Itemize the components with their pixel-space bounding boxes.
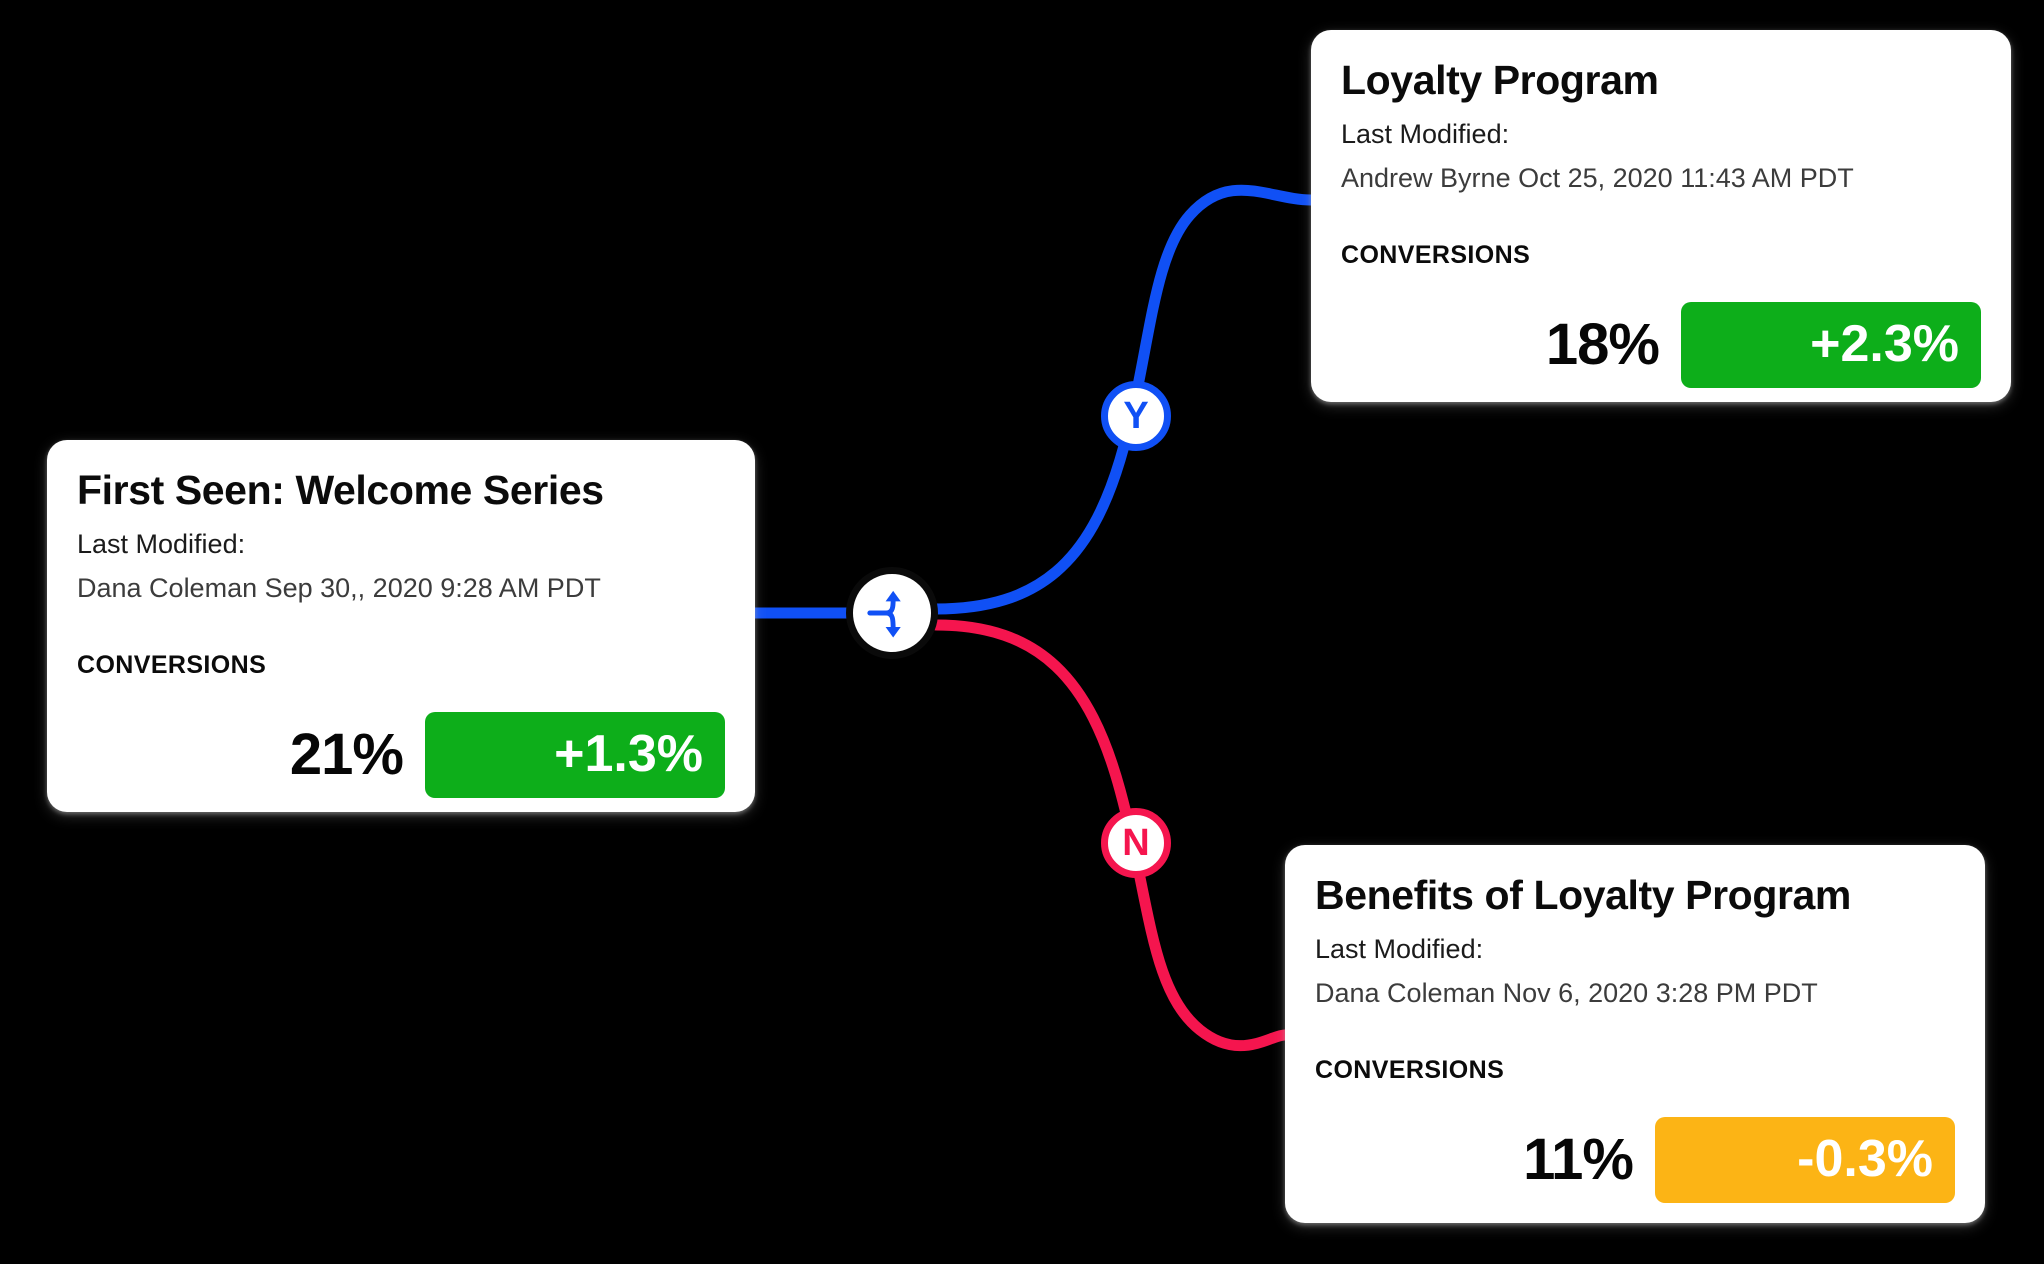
split-node[interactable]: [846, 567, 938, 659]
split-branch-icon: [867, 590, 901, 638]
branch-badge-no-label: N: [1101, 808, 1171, 878]
conversions-row: 11% -0.3%: [1285, 1101, 1985, 1223]
journey-card-first-seen[interactable]: First Seen: Welcome Series Last Modified…: [47, 440, 755, 812]
delta-badge: +2.3%: [1681, 301, 1981, 388]
card-body: First Seen: Welcome Series Last Modified…: [47, 440, 755, 696]
conversions-row: 21% +1.3%: [47, 696, 755, 812]
branch-badge-no[interactable]: N: [1101, 808, 1171, 878]
conversion-rate: 21%: [289, 721, 404, 787]
branch-badge-yes[interactable]: Y: [1101, 381, 1171, 451]
connector-yes-branch: [930, 184, 1317, 615]
connector-no-branch: [930, 619, 1291, 1052]
journey-card-loyalty-program[interactable]: Loyalty Program Last Modified: Andrew By…: [1311, 30, 2011, 402]
card-body: Benefits of Loyalty Program Last Modifie…: [1285, 845, 1985, 1101]
delta-badge: -0.3%: [1655, 1116, 1955, 1203]
arrow-up-head: [885, 590, 901, 602]
conversions-row: 18% +2.3%: [1311, 286, 2011, 402]
last-modified-label: Last Modified:: [77, 528, 246, 559]
conversions-label: CONVERSIONS: [77, 650, 267, 679]
last-modified-label: Last Modified:: [1341, 118, 1510, 149]
branch-badge-yes-label: Y: [1101, 381, 1171, 451]
last-modified-value: Dana Coleman Sep 30,, 2020 9:28 AM PDT: [77, 573, 601, 604]
conversions-label: CONVERSIONS: [1341, 240, 1531, 269]
card-title: Loyalty Program: [1341, 57, 1659, 103]
delta-badge: +1.3%: [425, 711, 725, 798]
arrow-down-head: [885, 627, 901, 638]
journey-card-benefits-of-loyalty-program[interactable]: Benefits of Loyalty Program Last Modifie…: [1285, 845, 1985, 1223]
conversion-rate: 18%: [1545, 311, 1660, 377]
card-title: First Seen: Welcome Series: [77, 467, 604, 513]
last-modified-value: Dana Coleman Nov 6, 2020 3:28 PM PDT: [1315, 978, 1818, 1009]
last-modified-value: Andrew Byrne Oct 25, 2020 11:43 AM PDT: [1341, 163, 1854, 194]
card-title: Benefits of Loyalty Program: [1315, 872, 1851, 918]
card-body: Loyalty Program Last Modified: Andrew By…: [1311, 30, 2011, 286]
conversions-label: CONVERSIONS: [1315, 1055, 1505, 1084]
conversion-rate: 11%: [1523, 1126, 1634, 1192]
last-modified-label: Last Modified:: [1315, 933, 1484, 964]
